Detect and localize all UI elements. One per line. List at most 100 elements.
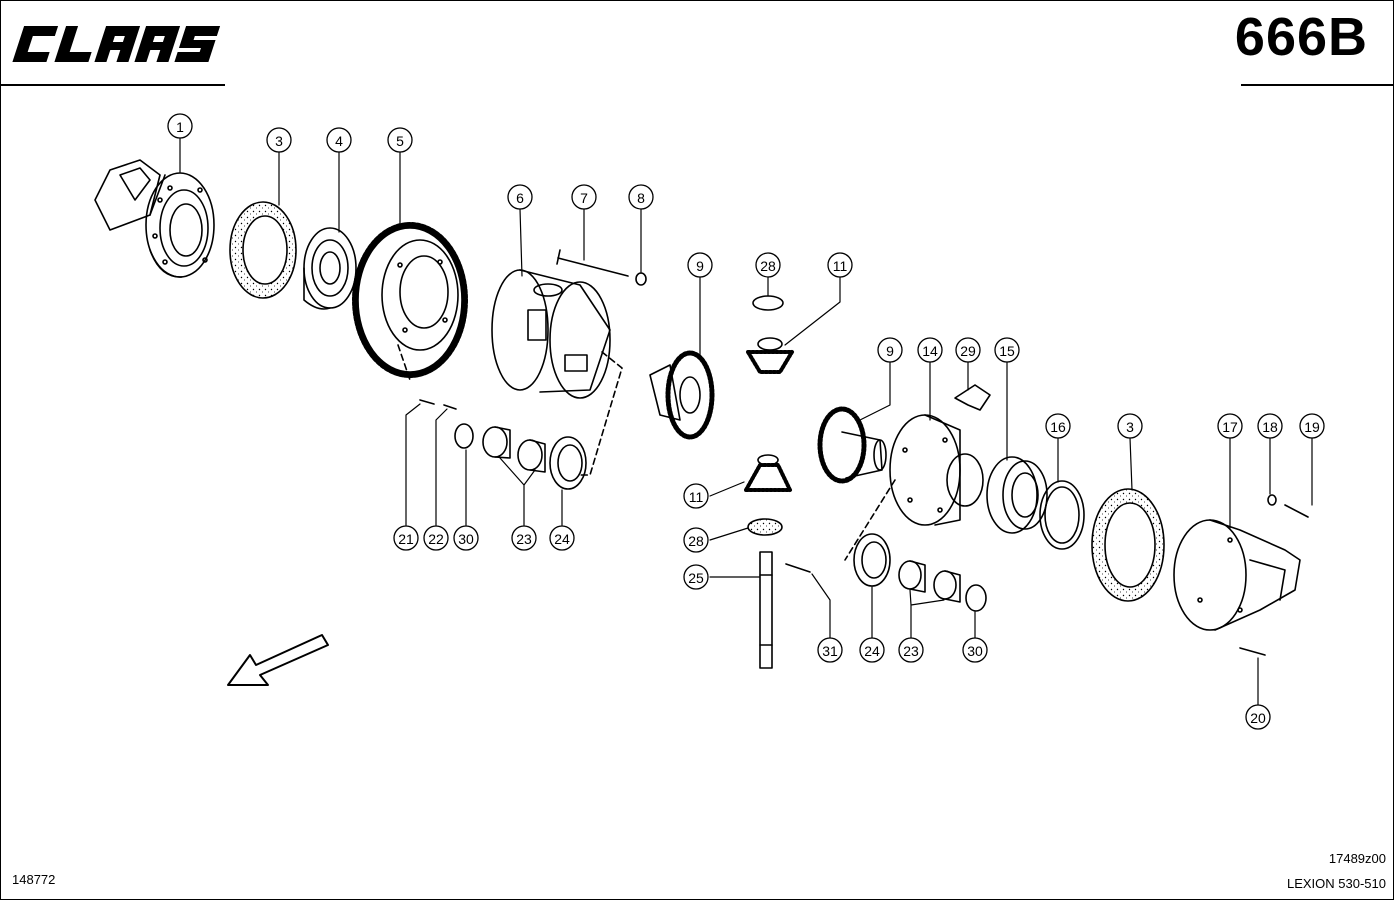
callout-circle [511, 525, 537, 551]
callout-circle [1245, 704, 1271, 730]
callout-label: 8 [637, 190, 645, 206]
callout-label: 30 [458, 531, 474, 547]
callout-c24b: 24 [859, 637, 885, 663]
callout-circle [1299, 413, 1325, 439]
callout-label: 20 [1250, 710, 1266, 726]
callout-circle [628, 184, 654, 210]
callout-c17: 17 [1217, 413, 1243, 439]
part-shim-left [549, 436, 587, 490]
callout-label: 23 [516, 531, 532, 547]
callout-label: 31 [822, 643, 838, 659]
callout-c28a: 28 [755, 252, 781, 278]
callout-label: 19 [1304, 419, 1320, 435]
callout-c1: 1 [167, 113, 193, 139]
callout-c15: 15 [994, 337, 1020, 363]
callout-c16: 16 [1045, 413, 1071, 439]
part-washer-upper [752, 295, 784, 311]
part-spur-gear [352, 222, 468, 378]
callout-label: 25 [688, 570, 704, 586]
part-gasket-left [229, 201, 297, 299]
part-o-ring [1039, 480, 1085, 550]
callout-label: 16 [1050, 419, 1066, 435]
part-flange-housing-left [94, 159, 215, 278]
part-gasket-right [1091, 488, 1165, 602]
callout-c23a: 23 [511, 525, 537, 551]
callout-c30b: 30 [962, 637, 988, 663]
callout-label: 14 [922, 343, 938, 359]
callout-c11a: 11 [827, 252, 853, 278]
leader-lines [179, 137, 1313, 706]
callout-c11b: 11 [683, 483, 709, 509]
drawing-number: 17489z00 [1328, 851, 1386, 866]
part-bearing [303, 227, 357, 310]
callout-circle [507, 184, 533, 210]
callout-c8: 8 [628, 184, 654, 210]
callout-label: 24 [554, 531, 570, 547]
callout-label: 28 [760, 258, 776, 274]
part-clip [954, 384, 991, 411]
callout-label: 4 [335, 133, 343, 149]
callout-c20: 20 [1245, 704, 1271, 730]
callout-c9a: 9 [687, 252, 713, 278]
part-bearing-right [986, 456, 1048, 534]
callout-circle [683, 483, 709, 509]
callout-c14: 14 [917, 337, 943, 363]
callout-label: 17 [1222, 419, 1238, 435]
callout-c21: 21 [393, 525, 419, 551]
callout-label: 6 [516, 190, 524, 206]
callout-c6: 6 [507, 184, 533, 210]
callout-circle [387, 127, 413, 153]
callout-label: 21 [398, 531, 414, 547]
callout-label: 30 [967, 643, 983, 659]
callout-c25: 25 [683, 564, 709, 590]
part-pinion-lower [744, 454, 792, 492]
callout-circle [877, 337, 903, 363]
callout-c28b: 28 [683, 527, 709, 553]
callout-circle [683, 564, 709, 590]
callout-c4: 4 [326, 127, 352, 153]
part-differential-housing [491, 269, 623, 476]
callout-label: 3 [1126, 419, 1134, 435]
callout-c3b: 3 [1117, 413, 1143, 439]
callout-label: 1 [176, 119, 184, 135]
callout-label: 15 [999, 343, 1015, 359]
callout-c18: 18 [1257, 413, 1283, 439]
callout-label: 23 [903, 643, 919, 659]
callout-label: 7 [580, 190, 588, 206]
part-bearing-cup-right [898, 560, 961, 603]
part-circlip-left [454, 423, 474, 449]
callout-label: 9 [696, 258, 704, 274]
callout-circle [917, 337, 943, 363]
page-number: 148772 [12, 872, 56, 887]
callout-c22: 22 [423, 525, 449, 551]
callout-c9b: 9 [877, 337, 903, 363]
callout-c24a: 24 [549, 525, 575, 551]
callout-circle [683, 527, 709, 553]
part-bevel-gear-lower [817, 406, 887, 484]
part-washer-small [1267, 494, 1277, 506]
callout-circle [898, 637, 924, 663]
callout-circle [1045, 413, 1071, 439]
part-shim-right-inner [861, 541, 887, 579]
model-name: LEXION 530-510 [1286, 876, 1386, 891]
callout-c31: 31 [817, 637, 843, 663]
callout-label: 3 [275, 133, 283, 149]
callout-c23b: 23 [898, 637, 924, 663]
part-bolt-and-nut [556, 249, 647, 286]
callout-circle [1217, 413, 1243, 439]
part-shaft [759, 551, 773, 669]
callout-circle [423, 525, 449, 551]
callout-circle [962, 637, 988, 663]
part-pin-22 [443, 404, 457, 410]
callout-circle [687, 252, 713, 278]
part-shim-left-inner [557, 444, 583, 482]
part-o-ring-inner [1044, 486, 1080, 544]
part-pinion-upper [746, 337, 794, 374]
callout-circle [1257, 413, 1283, 439]
callout-circle [827, 252, 853, 278]
callout-circle [393, 525, 419, 551]
callout-circle [817, 637, 843, 663]
callout-circle [1117, 413, 1143, 439]
